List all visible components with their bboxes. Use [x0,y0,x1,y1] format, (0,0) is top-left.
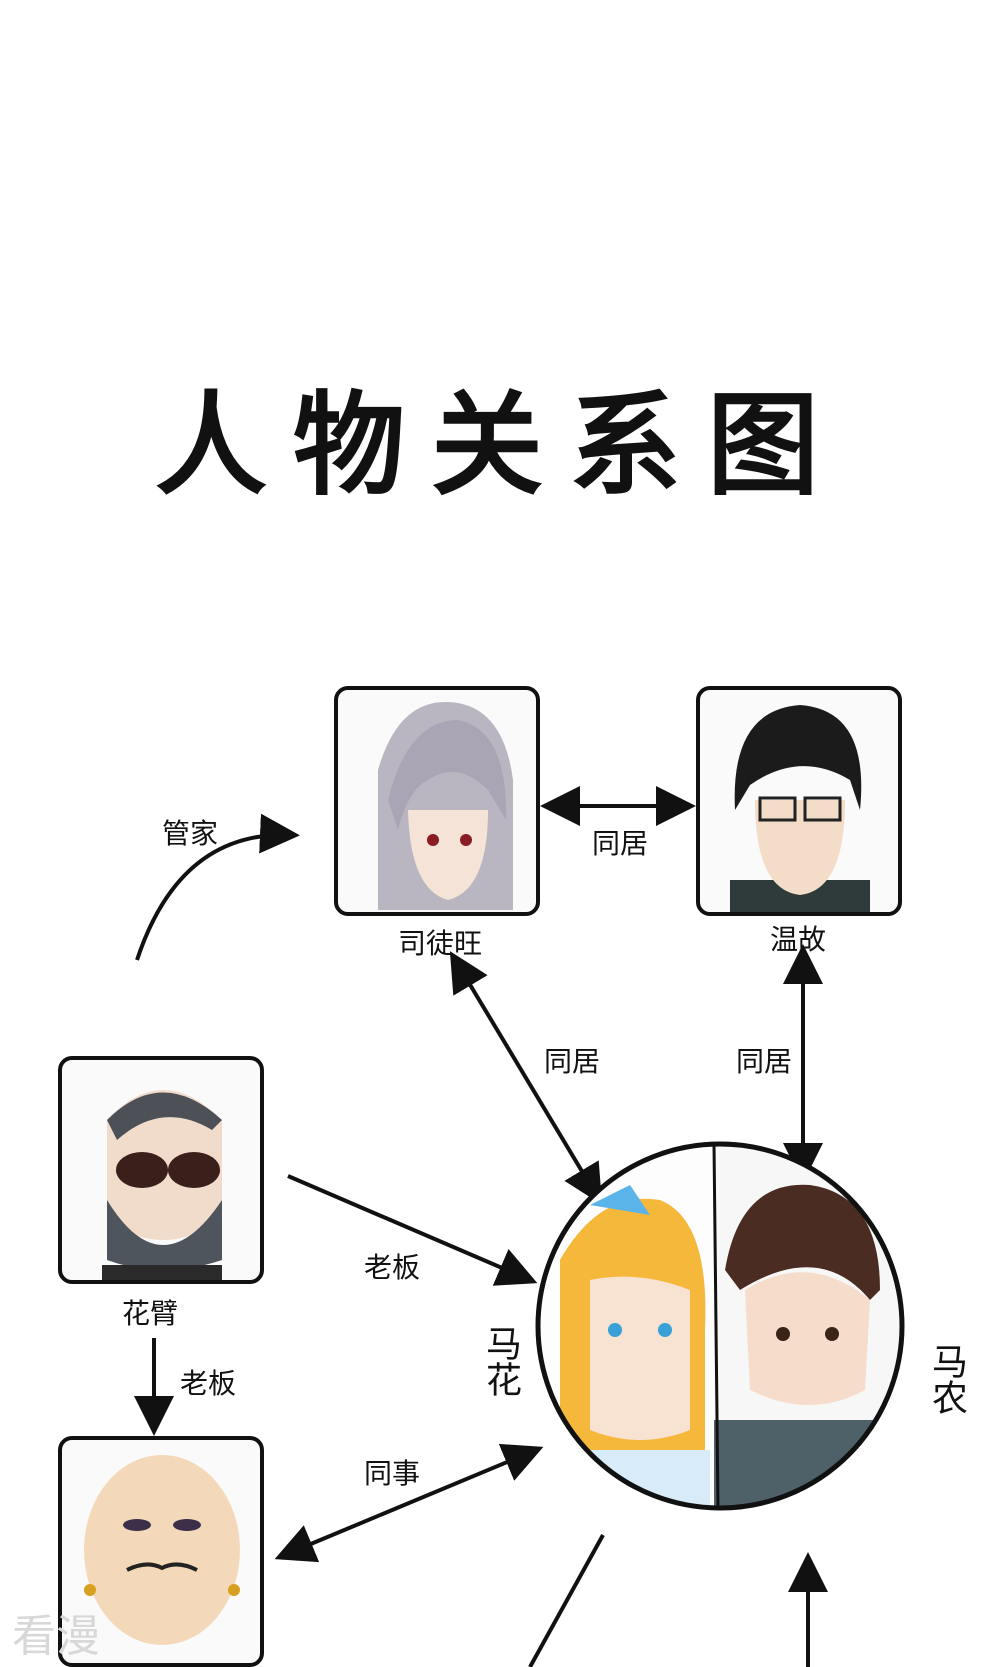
arrow-situwang-mahua [449,951,603,1205]
label-laoban-down: 老板 [180,1367,237,1400]
portrait-situwang [334,686,540,916]
name-mahua: 马花 [480,1325,521,1397]
page-title: 人物关系图 [155,381,845,511]
label-guanjia: 管家 [162,817,219,850]
arrow-tongshi [274,1443,544,1563]
arrow-huabi-mahua [287,1174,538,1286]
label-laoban-diag: 老板 [364,1251,421,1284]
name-manong: 马农 [926,1343,967,1415]
label-tongju-right: 同居 [736,1045,793,1078]
arrow-guanjia [135,813,300,961]
portrait-bald-colleague [58,1436,264,1667]
portrait-huabi [58,1056,264,1284]
name-wengu: 温故 [770,923,827,956]
portrait-wengu [696,686,902,916]
label-tongju-top: 同居 [592,827,649,860]
label-tongshi: 同事 [364,1457,421,1490]
line-bottom-left [528,1534,605,1667]
name-huabi: 花臂 [122,1297,179,1330]
name-situwang: 司徒旺 [398,927,483,960]
label-tongju-left: 同居 [544,1045,601,1078]
watermark: 看漫 [12,1611,100,1662]
